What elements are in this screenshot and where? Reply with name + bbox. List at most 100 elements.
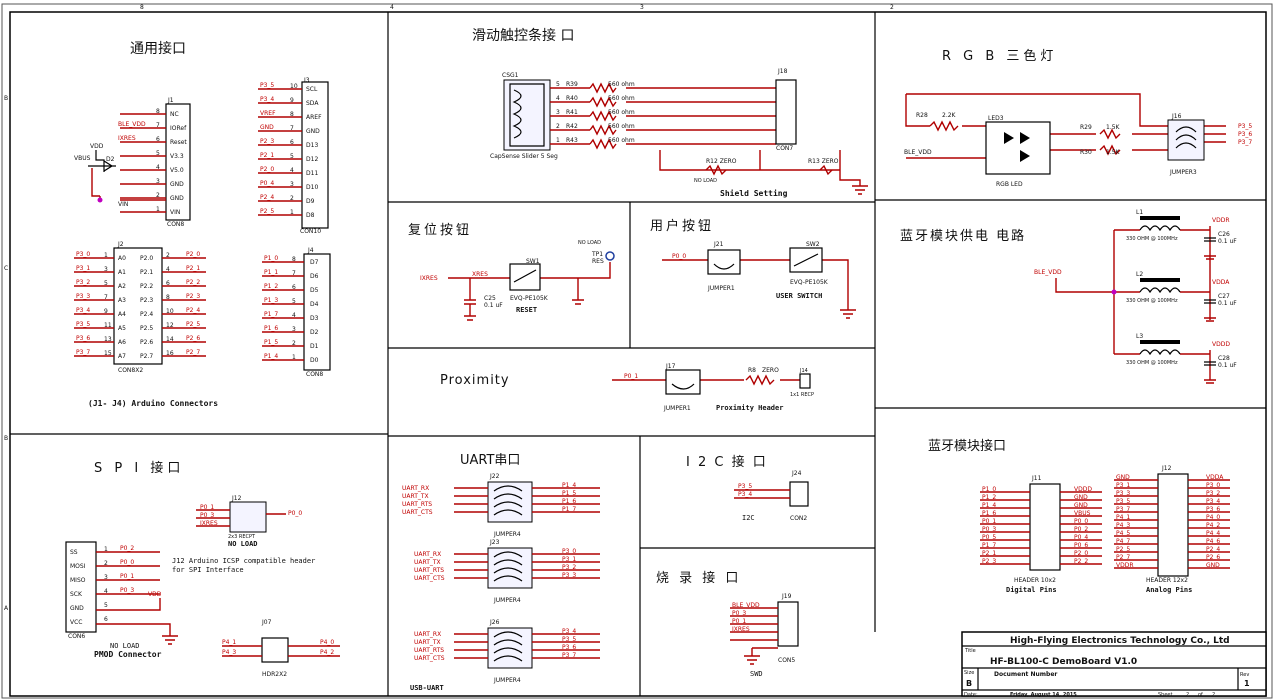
net-label: P4_3 bbox=[1116, 522, 1130, 529]
net-label: P1_0 bbox=[264, 255, 278, 262]
part-name: CON8 bbox=[167, 221, 184, 228]
net-label: P2_4 bbox=[260, 194, 274, 201]
part-value: 0.1 uF bbox=[1218, 362, 1237, 369]
diode-symbol bbox=[88, 150, 116, 173]
section-title: Proximity bbox=[440, 373, 510, 388]
pin-number: 2 bbox=[292, 340, 296, 347]
part-ref: R41 bbox=[566, 109, 578, 116]
pin-name: P2.2 bbox=[140, 283, 153, 290]
wire bbox=[905, 93, 1226, 159]
i2c-section: I 2 C 接 口 J24 P3_5 P3_4 I2C CON2 bbox=[686, 454, 809, 522]
part-name: CON10 bbox=[300, 228, 321, 235]
border-mark: 8 bbox=[140, 4, 144, 11]
net-label: VBUS bbox=[1074, 510, 1091, 517]
net-label: VDDD bbox=[1074, 486, 1092, 493]
rgb-led bbox=[985, 121, 1051, 175]
jumper-symbol bbox=[493, 559, 523, 566]
header-j14 bbox=[799, 373, 811, 389]
net-label: P2_6 bbox=[1206, 554, 1220, 561]
border-mark: 4 bbox=[390, 4, 394, 11]
net-label: P1_4 bbox=[264, 353, 278, 360]
wire bbox=[196, 509, 286, 527]
connector-j24 bbox=[789, 481, 809, 507]
caption: Digital Pins bbox=[1006, 586, 1057, 594]
net-label: P3_5 bbox=[738, 483, 752, 490]
led-diode bbox=[1004, 132, 1030, 162]
part-name: EVQ-PE105K bbox=[510, 295, 549, 302]
net-label: P2_3 bbox=[982, 558, 996, 565]
part-value: 330 OHM @ 100MHz bbox=[1126, 360, 1178, 366]
part-name: RES bbox=[592, 258, 604, 265]
part-value: 0.1 uF bbox=[1218, 300, 1237, 307]
net-label: P4_2 bbox=[320, 649, 334, 656]
part-name: CON6 bbox=[68, 633, 85, 640]
pin-name: P2.5 bbox=[140, 325, 153, 332]
ferrite-bar bbox=[1140, 340, 1180, 344]
net-label: P3_2 bbox=[76, 279, 90, 286]
pin-name: D11 bbox=[306, 170, 318, 177]
part-ref: L3 bbox=[1136, 333, 1143, 340]
net-label: P2_7 bbox=[186, 349, 200, 356]
wire bbox=[659, 150, 861, 186]
connector-j2 bbox=[113, 247, 163, 365]
caption: RESET bbox=[516, 306, 537, 314]
pin-name: D8 bbox=[306, 212, 315, 219]
net-label: P4_6 bbox=[1206, 538, 1220, 545]
part-ref: R40 bbox=[566, 95, 578, 102]
rgb-led-section: R G B 三色灯 R28 2.2K R29 1.5K R30 1.5K LED… bbox=[904, 48, 1252, 188]
net-label: P1_2 bbox=[264, 283, 278, 290]
net-label: P3_6 bbox=[1206, 506, 1220, 513]
part-value: 330 OHM @ 100MHz bbox=[1126, 236, 1178, 242]
pin-number: 3 bbox=[556, 109, 560, 116]
part-ref: J07 bbox=[261, 619, 272, 626]
part-ref: SW2 bbox=[806, 241, 820, 248]
net-label: P3_7 bbox=[1116, 506, 1130, 513]
net-label: UART_TX bbox=[402, 493, 429, 500]
date-value: Friday, August 14, 2015 bbox=[1010, 692, 1077, 698]
caption: SWD bbox=[750, 670, 763, 678]
pin-name: Reset bbox=[170, 139, 187, 146]
wire bbox=[662, 259, 856, 319]
net-label: P4_4 bbox=[1206, 530, 1220, 537]
pin-number: 5 bbox=[290, 153, 294, 160]
pin-name: VIN bbox=[170, 209, 180, 216]
net-label: P2_1 bbox=[982, 550, 996, 557]
net-label: P0_1 bbox=[200, 504, 214, 511]
note: for SPI Interface bbox=[172, 566, 244, 574]
pin-number: 14 bbox=[166, 336, 174, 343]
net-label: P2_6 bbox=[186, 335, 200, 342]
net-label: P3_2 bbox=[562, 564, 576, 571]
part-name: JUMPER4 bbox=[493, 531, 521, 538]
pin-name: P2.3 bbox=[140, 297, 153, 304]
pin-number: 5 bbox=[104, 602, 108, 609]
net-label: BLE_VDD bbox=[118, 121, 146, 128]
connector-j12 bbox=[229, 501, 267, 533]
net-label: P3_0 bbox=[1206, 482, 1220, 489]
net-label: VDDA bbox=[1212, 279, 1230, 286]
pin-name: P2.4 bbox=[140, 311, 153, 318]
pin-number: 7 bbox=[292, 270, 296, 277]
net-label: XRES bbox=[472, 271, 488, 278]
ground-symbol bbox=[1204, 379, 1216, 384]
net-label: P0_3 bbox=[120, 587, 134, 594]
sheets-value: 2 bbox=[1212, 692, 1215, 698]
part-value: 560 ohm bbox=[608, 123, 635, 130]
part-ref: J14 bbox=[799, 368, 808, 374]
switch-contact bbox=[513, 269, 537, 283]
jumper-symbol bbox=[493, 551, 523, 558]
pin-name: A5 bbox=[118, 325, 126, 332]
jumper-j21 bbox=[707, 249, 741, 275]
pin-name: A3 bbox=[118, 297, 126, 304]
border-mark: 3 bbox=[640, 4, 644, 11]
jumper-symbol bbox=[493, 631, 523, 638]
ferrite-bar bbox=[1140, 278, 1180, 282]
net-label: P3_5 bbox=[76, 321, 90, 328]
capacitor-ground bbox=[464, 299, 584, 321]
part-ref: J18 bbox=[777, 68, 788, 75]
caption: USB-UART bbox=[410, 684, 444, 692]
part-name: CON7 bbox=[776, 145, 793, 152]
section-title: R G B 三色灯 bbox=[942, 48, 1057, 64]
pin-name: D0 bbox=[310, 357, 319, 364]
